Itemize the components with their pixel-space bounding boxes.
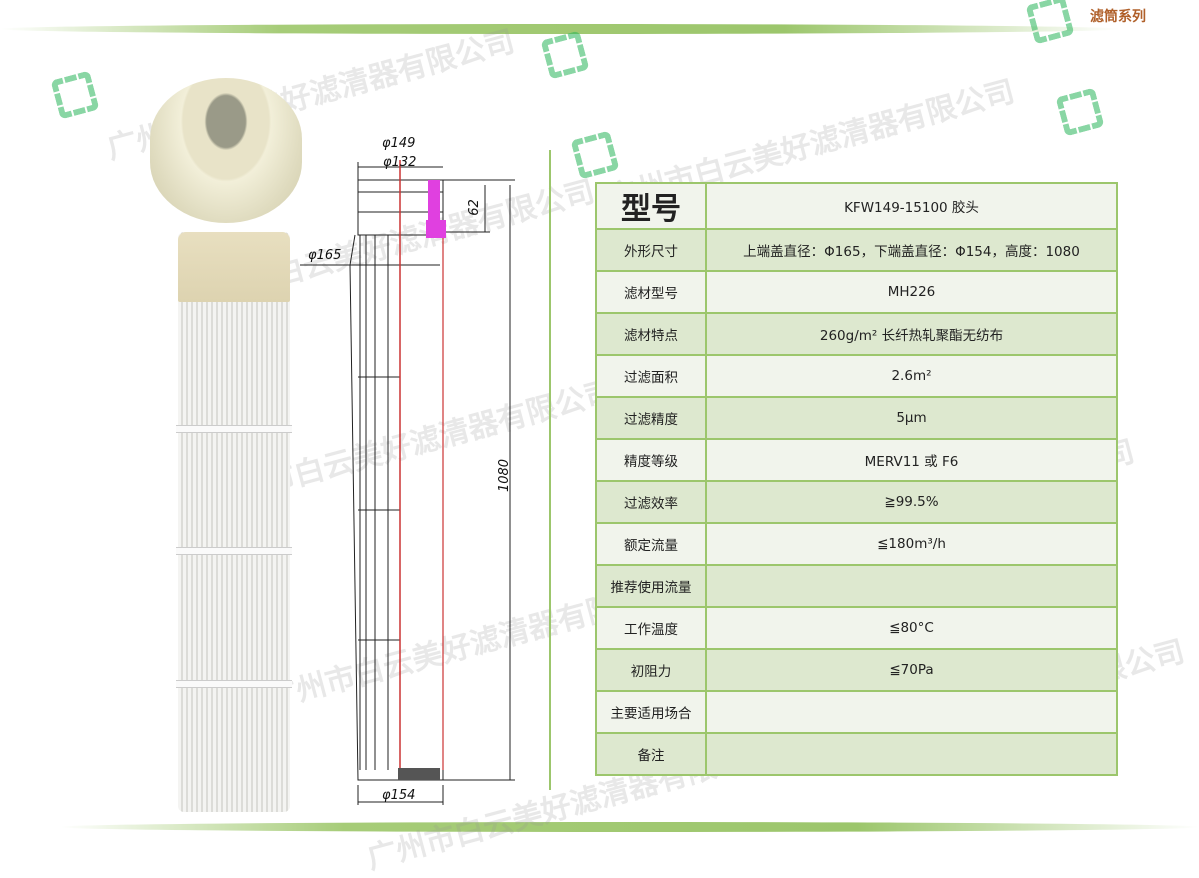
row-value: ≦180m³/h xyxy=(705,522,1118,566)
row-value xyxy=(705,732,1118,776)
row-value: MERV11 或 F6 xyxy=(705,438,1118,482)
dim-cap-height: 62 xyxy=(466,199,482,216)
row-label: 备注 xyxy=(595,732,707,776)
row-label: 推荐使用流量 xyxy=(595,564,707,608)
dim-top-outer: φ149 xyxy=(382,136,416,151)
dim-cap: φ165 xyxy=(308,248,342,263)
rubber-cap-photo xyxy=(178,232,290,302)
strap xyxy=(176,680,292,688)
row-label: 精度等级 xyxy=(595,438,707,482)
row-label: 外形尺寸 xyxy=(595,228,707,272)
logo-icon xyxy=(1025,0,1075,45)
strap xyxy=(176,547,292,555)
row-label: 滤材型号 xyxy=(595,270,707,314)
filter-cartridge-photo xyxy=(178,232,290,812)
divider xyxy=(549,150,551,790)
row-label: 过滤效率 xyxy=(595,480,707,524)
dim-top-inner: φ132 xyxy=(383,155,417,170)
technical-drawing xyxy=(300,160,515,805)
table-row: 初阻力≦70Pa xyxy=(595,648,1118,692)
row-label: 过滤精度 xyxy=(595,396,707,440)
logo-icon xyxy=(50,70,100,120)
table-row: 外形尺寸上端盖直径：Φ165，下端盖直径：Φ154，高度：1080 xyxy=(595,228,1118,272)
table-row: 主要适用场合 xyxy=(595,690,1118,734)
table-row: 工作温度≦80°C xyxy=(595,606,1118,650)
row-value: ≦80°C xyxy=(705,606,1118,650)
table-row: 过滤效率≧99.5% xyxy=(595,480,1118,524)
table-row: 推荐使用流量 xyxy=(595,564,1118,608)
footer-band xyxy=(60,822,1199,832)
table-row: 备注 xyxy=(595,732,1118,776)
row-value: 2.6m² xyxy=(705,354,1118,398)
dim-height: 1080 xyxy=(497,458,513,493)
row-label: 过滤面积 xyxy=(595,354,707,398)
row-value xyxy=(705,690,1118,734)
logo-icon xyxy=(1055,87,1105,137)
row-value: 260g/m² 长纤热轧聚酯无纺布 xyxy=(705,312,1118,356)
row-value: 5μm xyxy=(705,396,1118,440)
row-label: 额定流量 xyxy=(595,522,707,566)
series-title: 滤筒系列 xyxy=(1090,9,1146,25)
row-label: 初阻力 xyxy=(595,648,707,692)
logo-icon xyxy=(570,130,620,180)
header-band xyxy=(0,24,1120,34)
end-cap-photo xyxy=(150,78,302,223)
row-label: 主要适用场合 xyxy=(595,690,707,734)
row-value: ≧99.5% xyxy=(705,480,1118,524)
row-value: ≦70Pa xyxy=(705,648,1118,692)
row-label: 工作温度 xyxy=(595,606,707,650)
table-row: 额定流量≦180m³/h xyxy=(595,522,1118,566)
row-label: 滤材特点 xyxy=(595,312,707,356)
strap xyxy=(176,425,292,433)
logo-icon xyxy=(540,30,590,80)
row-value: MH226 xyxy=(705,270,1118,314)
model-label: 型号 xyxy=(595,182,707,230)
dim-bottom: φ154 xyxy=(382,788,416,803)
model-value: KFW149-15100 胶头 xyxy=(705,182,1118,230)
row-value xyxy=(705,564,1118,608)
row-value: 上端盖直径：Φ165，下端盖直径：Φ154，高度：1080 xyxy=(705,228,1118,272)
